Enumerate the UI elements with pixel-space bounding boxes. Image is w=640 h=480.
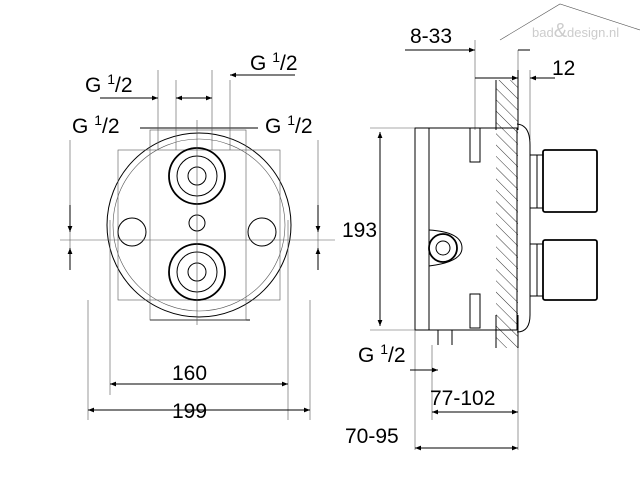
dimension-12: 12 xyxy=(552,57,575,80)
dimension-70-95: 70-95 xyxy=(345,425,399,448)
dimension-8-33: 8-33 xyxy=(410,25,452,48)
thread-label-outlet: G 1/2 xyxy=(358,341,406,367)
mounting-body-outline xyxy=(106,132,292,318)
watermark-logo: bad&design.nl xyxy=(499,3,640,42)
dimension-160: 160 xyxy=(172,362,207,385)
valve-body-back xyxy=(414,127,430,331)
thread-label-top-right: G 1/2 xyxy=(250,49,298,75)
upper-handle xyxy=(542,149,598,213)
thread-label-top-left: G 1/2 xyxy=(85,71,133,97)
outlet-fitting xyxy=(428,233,458,263)
dimension-193: 193 xyxy=(342,219,377,242)
side-view: 8-33 12 193 G 1/2 77-102 70-95 xyxy=(342,25,598,451)
svg-text:bad&design.nl: bad&design.nl xyxy=(532,20,619,42)
dimension-199: 199 xyxy=(172,400,207,423)
lower-handle xyxy=(542,239,598,301)
thread-label-mid-left: G 1/2 xyxy=(72,112,120,138)
thread-label-mid-right: G 1/2 xyxy=(265,112,313,138)
wall-hatch xyxy=(496,80,518,348)
dimension-77-102: 77-102 xyxy=(430,387,495,410)
front-view: G 1/2 G 1/2 G 1/2 G 1/2 160 199 xyxy=(60,49,335,423)
